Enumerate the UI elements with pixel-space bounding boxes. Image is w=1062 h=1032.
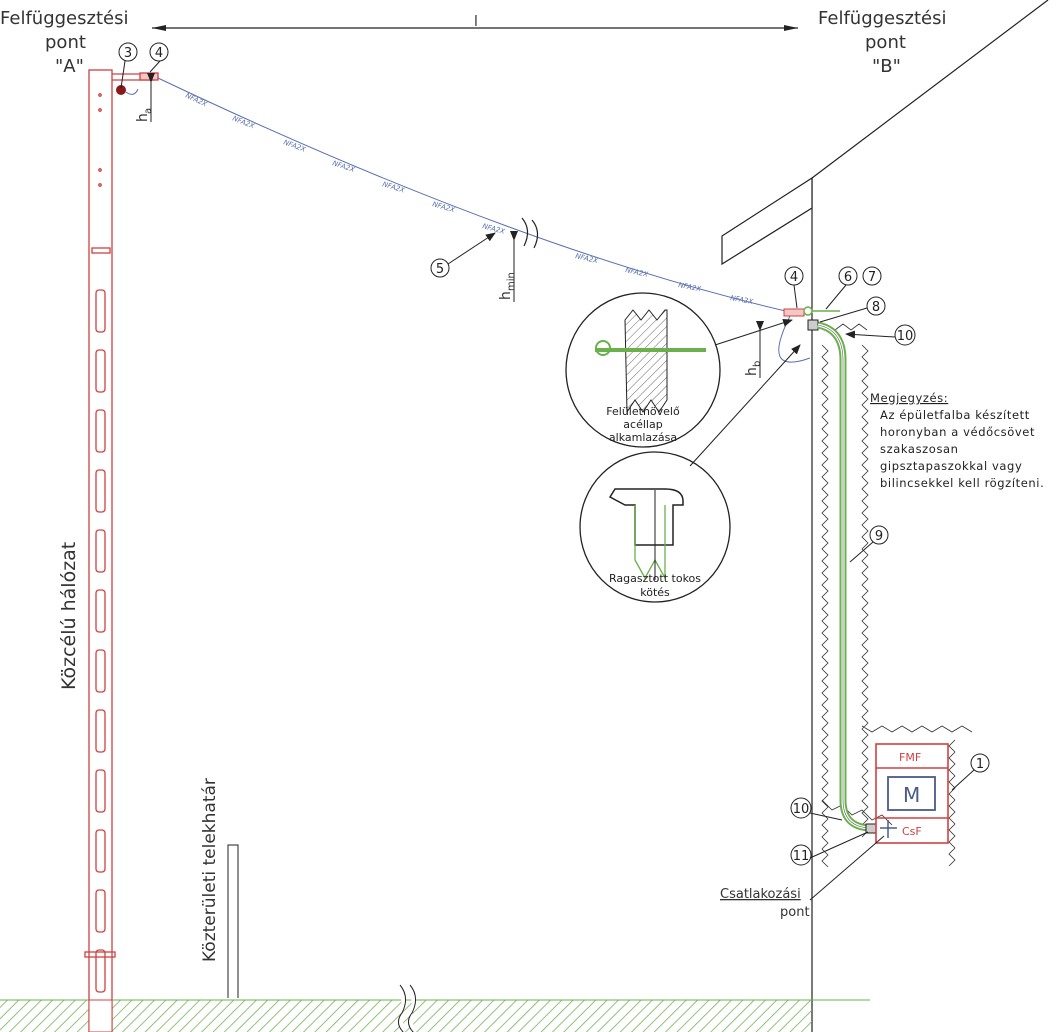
hb-dimension: h b — [744, 321, 764, 378]
detail-steel-plate: Felületnövelő acéllap alkamlazása — [565, 292, 793, 448]
svg-text:Felfüggesztési: Felfüggesztési — [818, 8, 946, 29]
svg-text:Felfüggesztési: Felfüggesztési — [0, 8, 128, 29]
svg-text:"B": "B" — [872, 56, 901, 77]
svg-text:NFA2X: NFA2X — [575, 252, 599, 265]
svg-text:10: 10 — [897, 329, 914, 344]
svg-text:kötés: kötés — [640, 586, 670, 599]
svg-text:1: 1 — [976, 757, 984, 772]
ha-dimension: h a — [135, 73, 155, 122]
marker-3: 3 — [118, 42, 138, 89]
svg-text:5: 5 — [436, 262, 444, 277]
svg-text:szakaszosan: szakaszosan — [880, 442, 959, 456]
marker-9: 9 — [849, 525, 889, 563]
svg-text:NFA2X: NFA2X — [381, 180, 405, 194]
fmf-label: FMF — [899, 751, 921, 764]
svg-text:Az épületfalba készített: Az épületfalba készített — [880, 408, 1030, 422]
wall-groove — [821, 323, 973, 868]
span-label: l — [474, 14, 478, 30]
marker-7: 7 — [862, 266, 882, 286]
svg-text:min: min — [506, 272, 517, 291]
svg-text:horonyban a védőcsövet: horonyban a védőcsövet — [880, 425, 1035, 439]
svg-text:b: b — [752, 361, 763, 367]
svg-text:h: h — [498, 291, 514, 300]
svg-text:9: 9 — [875, 529, 883, 544]
span-dimension: l — [152, 14, 798, 31]
marker-6: 6 — [825, 266, 858, 310]
note: Megjegyzés: Az épületfalba készített hor… — [870, 391, 1044, 490]
marker-5: 5 — [430, 232, 496, 278]
svg-text:gipsztapaszokkal vagy: gipsztapaszokkal vagy — [880, 459, 1022, 473]
detail-glued-joint: Ragasztott tokos kötés — [579, 344, 801, 603]
marker-1: 1 — [951, 753, 990, 791]
svg-text:4: 4 — [790, 270, 798, 285]
svg-text:3: 3 — [124, 46, 132, 61]
svg-text:a: a — [143, 108, 154, 114]
svg-text:"A": "A" — [55, 56, 84, 77]
csf-label: CsF — [902, 825, 922, 838]
svg-text:NFA2X: NFA2X — [625, 266, 649, 279]
svg-text:4: 4 — [155, 46, 163, 61]
svg-text:10: 10 — [793, 802, 810, 817]
svg-text:11: 11 — [793, 849, 810, 864]
svg-text:8: 8 — [872, 300, 880, 315]
marker-11: 11 — [790, 831, 869, 866]
marker-4: 4 — [149, 42, 169, 73]
svg-text:Csatlakozási: Csatlakozási — [720, 887, 801, 902]
svg-text:Megjegyzés:: Megjegyzés: — [870, 391, 948, 405]
svg-text:Felületnövelő: Felületnövelő — [606, 405, 680, 418]
svg-text:NFA2X: NFA2X — [730, 294, 754, 306]
property-line-marker — [227, 844, 239, 998]
svg-text:h: h — [744, 367, 760, 376]
svg-text:NFA2X: NFA2X — [231, 114, 255, 130]
hmin-dimension: h min — [498, 231, 518, 302]
insulator-icon — [116, 85, 126, 95]
point-b-label: Felfüggesztési pont "B" — [818, 8, 946, 77]
svg-text:pont: pont — [780, 905, 810, 920]
marker-10: 10 — [845, 324, 916, 346]
aerial-cable: NFA2X NFA2X NFA2X NFA2X NFA2X NFA2X NFA2… — [157, 77, 791, 313]
svg-text:NFA2X: NFA2X — [678, 281, 702, 293]
marker-8: 8 — [819, 296, 886, 323]
meter-box: FMF M CsF — [875, 743, 949, 844]
svg-text:NFA2X: NFA2X — [184, 92, 208, 109]
public-network-label: Közcélú hálózat — [58, 542, 80, 690]
svg-text:bilincsekkel kell rögzíteni.: bilincsekkel kell rögzíteni. — [880, 476, 1044, 490]
point-a-label: Felfüggesztési pont "A" — [0, 8, 128, 77]
svg-text:Ragasztott tokos: Ragasztott tokos — [609, 572, 701, 585]
meter-label: M — [903, 783, 920, 807]
svg-text:alkamlazása: alkamlazása — [609, 431, 677, 444]
connection-point-label: Csatlakozási pont — [720, 835, 885, 920]
svg-text:h: h — [135, 113, 151, 122]
building — [721, 0, 1049, 1032]
marker-4-b: 4 — [784, 266, 804, 309]
svg-text:acéllap: acéllap — [623, 418, 662, 431]
svg-text:7: 7 — [868, 270, 876, 285]
svg-text:NFA2X: NFA2X — [331, 159, 355, 174]
property-line-label: Közterületi telekhatár — [200, 778, 220, 962]
marker-10-b: 10 — [790, 797, 843, 821]
svg-text:NFA2X: NFA2X — [431, 200, 455, 214]
svg-text:pont: pont — [45, 32, 86, 53]
ground — [0, 984, 870, 1032]
svg-text:pont: pont — [865, 32, 906, 53]
svg-text:6: 6 — [844, 270, 852, 285]
pole — [84, 69, 159, 1032]
